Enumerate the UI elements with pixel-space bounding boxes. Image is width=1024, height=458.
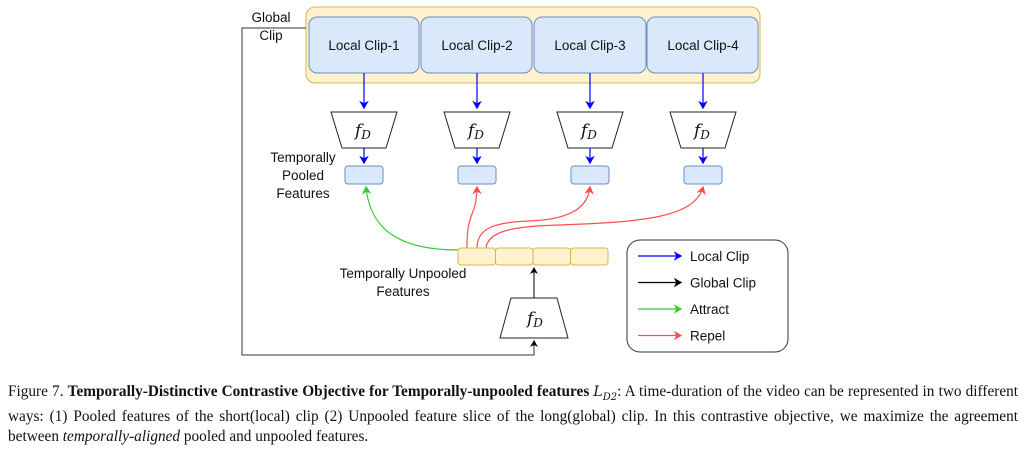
legend-label: Attract: [690, 302, 729, 317]
global-clip-label: Global: [251, 10, 290, 25]
legend-item-local-clip: Local Clip: [638, 249, 749, 264]
global-encoder: fD: [499, 297, 569, 339]
local-clip-4-label: Local Clip-4: [667, 38, 739, 53]
diagram: Global Clip Local Clip-1 Local Clip-2 Lo…: [241, 6, 789, 356]
pooled-features-label-3: Features: [276, 186, 330, 201]
unpooled-features-label: Temporally Unpooled: [340, 266, 467, 281]
encoder-label: fD: [466, 121, 484, 142]
unpooled-segment-1: [457, 247, 496, 266]
local-clip-3-label: Local Clip-3: [554, 38, 625, 53]
attract-arrow: [361, 185, 459, 251]
legend-item-global-clip: Global Clip: [638, 276, 756, 291]
figure-number: Figure 7.: [8, 383, 64, 400]
pooled-features-label: Temporally: [270, 150, 336, 165]
unpooled-segment-4: [570, 247, 609, 266]
pooled-feature-1: [344, 165, 384, 185]
legend-label: Global Clip: [690, 276, 756, 291]
legend-label: Local Clip: [690, 249, 749, 264]
encoder-2: fD: [443, 111, 511, 149]
repel-arrow-4: [485, 185, 706, 249]
caption-italic: temporally-aligned: [62, 427, 181, 445]
pooled-feature-4: [683, 165, 723, 185]
encoder-1: fD: [330, 111, 398, 149]
figure-caption: Figure 7. Temporally-Distinctive Contras…: [8, 382, 1018, 446]
local-clip-2: Local Clip-2: [420, 16, 533, 74]
encoder-4: fD: [669, 111, 737, 149]
pooled-feature-3: [570, 165, 610, 185]
unpooled-features: [457, 247, 609, 266]
local-clip-4: Local Clip-4: [646, 16, 759, 74]
pooled-feature-2: [457, 165, 497, 185]
global-clip-label-2: Clip: [259, 28, 282, 43]
unpooled-segment-3: [532, 247, 571, 266]
global-encoder-label: fD: [525, 309, 543, 330]
repel-arrow-2: [466, 185, 482, 249]
pooled-features-label-2: Pooled: [282, 168, 324, 183]
encoder-label: fD: [692, 121, 710, 142]
unpooled-segment-2: [495, 247, 534, 266]
local-clip-1: Local Clip-1: [308, 16, 420, 74]
global-clip-path: [241, 27, 538, 356]
encoder-3: fD: [556, 111, 624, 149]
legend-item-repel: Repel: [638, 329, 725, 344]
local-clip-1-label: Local Clip-1: [328, 38, 399, 53]
local-clip-2-label: Local Clip-2: [441, 38, 512, 53]
loss-symbol: LD2: [593, 384, 618, 403]
repel-arrow-3: [476, 185, 594, 249]
caption-title: Temporally-Distinctive Contrastive Objec…: [67, 383, 590, 400]
encoder-label: fD: [579, 121, 597, 142]
caption-text-1: : A time-duration of the video can be re…: [8, 383, 1019, 445]
legend-label: Repel: [690, 329, 725, 344]
encoder-label: fD: [353, 121, 371, 142]
legend-item-attract: Attract: [638, 302, 729, 317]
local-clip-3: Local Clip-3: [533, 16, 647, 74]
caption-text-2: pooled and unpooled features.: [180, 427, 369, 445]
unpooled-features-label-2: Features: [376, 284, 430, 299]
